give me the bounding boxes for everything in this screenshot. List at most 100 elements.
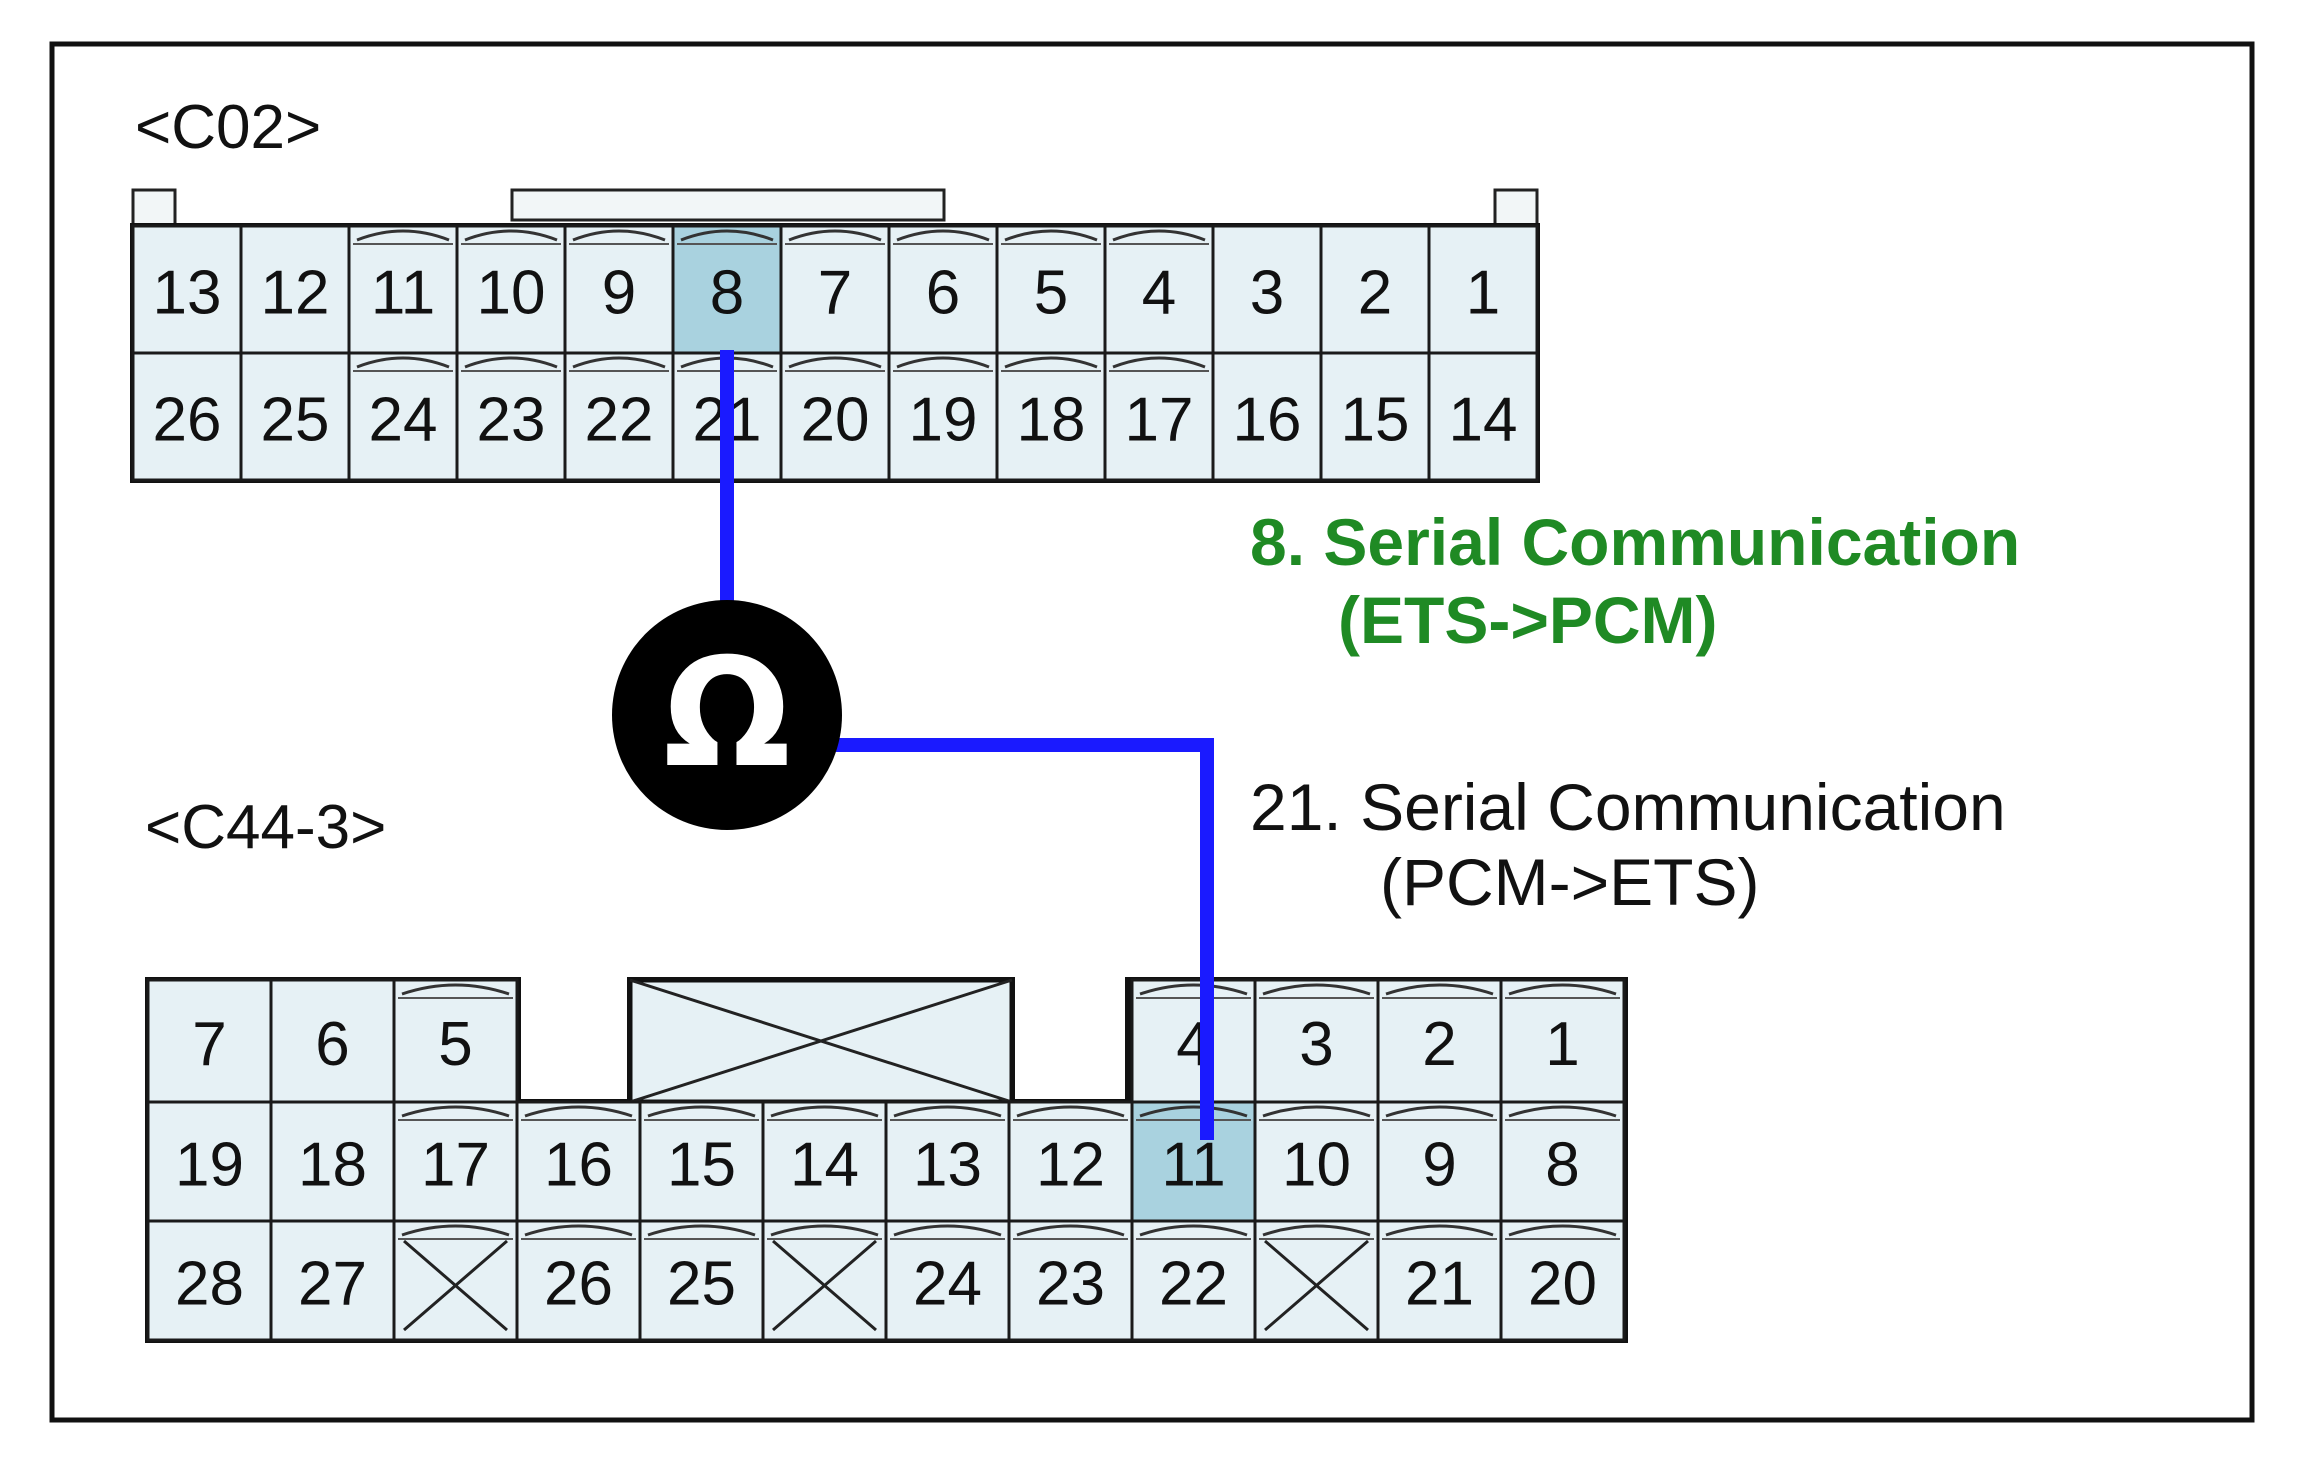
pin-number-6: 6 (315, 1010, 349, 1079)
pin-number-10: 10 (1282, 1131, 1351, 1200)
c02-right-latch (1493, 188, 1539, 230)
pin-number-26: 26 (544, 1250, 613, 1319)
pin-cell: 19 (887, 351, 999, 482)
c02-connector-label: <C02> (135, 93, 321, 162)
pin-cell: 4 (1130, 978, 1257, 1104)
pin-number-20: 20 (1528, 1250, 1597, 1319)
pin-number-20: 20 (801, 386, 870, 455)
note-pin8: 8. Serial Communication (ETS->PCM) (1250, 505, 2020, 657)
pin-cell: 14 (1427, 351, 1539, 482)
pin-cell: 6 (887, 224, 999, 355)
pin-number-13: 13 (153, 259, 222, 328)
note-pin21-line2: (PCM->ETS) (1380, 845, 1760, 919)
note-pin21: 21. Serial Communication (PCM->ETS) (1250, 770, 2006, 919)
pin-number-21: 21 (1405, 1250, 1474, 1319)
pin-cell: 3 (1211, 224, 1323, 355)
pin-cell: 16 (515, 1100, 642, 1223)
c44-blocked-key (627, 977, 1015, 1105)
c02-key-rail (510, 188, 946, 222)
pin-number-24: 24 (913, 1250, 982, 1319)
pin-cell: 10 (455, 224, 567, 355)
pin-cell: 22 (1130, 1219, 1257, 1342)
ohm-symbol: Ω (663, 627, 791, 801)
pin-cell: 21 (1376, 1219, 1503, 1342)
pin-cell: 20 (1499, 1219, 1626, 1342)
pin-number-5: 5 (1034, 259, 1068, 328)
pin-cell: 8 (1499, 1100, 1626, 1223)
pin-cell: 2 (1376, 978, 1503, 1104)
pin-cell: 3 (1253, 978, 1380, 1104)
pin-cell: 7 (146, 978, 273, 1104)
pin-number-19: 19 (909, 386, 978, 455)
pin-cell: 27 (269, 1219, 396, 1342)
pin-number-18: 18 (298, 1131, 367, 1200)
pin-number-17: 17 (421, 1131, 490, 1200)
pin-number-27: 27 (298, 1250, 367, 1319)
pin-number-2: 2 (1422, 1010, 1456, 1079)
blocked-pin-cell (392, 1219, 519, 1342)
pin-cell: 26 (131, 351, 243, 482)
pin-number-15: 15 (1341, 386, 1410, 455)
pin-number-4: 4 (1142, 259, 1176, 328)
pin-number-19: 19 (175, 1131, 244, 1200)
pin-cell: 13 (884, 1100, 1011, 1223)
ohmmeter-icon: Ω (612, 600, 842, 830)
wire-meter-to-c44-pin11 (836, 738, 1214, 1140)
pin-number-12: 12 (261, 259, 330, 328)
pin-cell: 9 (1376, 1100, 1503, 1223)
pin-cell: 10 (1253, 1100, 1380, 1223)
pin-number-8: 8 (1545, 1131, 1579, 1200)
note-pin21-line1: 21. Serial Communication (1250, 770, 2006, 844)
pin-number-24: 24 (369, 386, 438, 455)
pin-number-23: 23 (1036, 1250, 1105, 1319)
pin-cell: 7 (779, 224, 891, 355)
pin-number-14: 14 (1449, 386, 1518, 455)
pin-cell: 12 (1007, 1100, 1134, 1223)
pin-cell: 6 (269, 978, 396, 1104)
pin-cell: 11 (1130, 1100, 1257, 1223)
pin-cell: 13 (131, 224, 243, 355)
pin-number-22: 22 (1159, 1250, 1228, 1319)
pin-cell: 17 (1103, 351, 1215, 482)
pin-number-26: 26 (153, 386, 222, 455)
pin-number-25: 25 (261, 386, 330, 455)
pin-cell: 5 (392, 978, 519, 1104)
pin-cell: 15 (638, 1100, 765, 1223)
pin-number-16: 16 (1233, 386, 1302, 455)
pin-number-9: 9 (1422, 1131, 1456, 1200)
pin-cell: 24 (884, 1219, 1011, 1342)
pin-cell: 2 (1319, 224, 1431, 355)
pin-cell: 28 (146, 1219, 273, 1342)
c44-connector-label: <C44-3> (145, 793, 386, 862)
pin-cell: 25 (638, 1219, 765, 1342)
pin-cell: 1 (1499, 978, 1626, 1104)
pin-cell: 24 (347, 351, 459, 482)
pin-cell: 18 (995, 351, 1107, 482)
pin-cell: 20 (779, 351, 891, 482)
pin-cell: 12 (239, 224, 351, 355)
pin-number-23: 23 (477, 386, 546, 455)
pin-cell: 17 (392, 1100, 519, 1223)
pin-number-6: 6 (926, 259, 960, 328)
pin-number-28: 28 (175, 1250, 244, 1319)
pin-number-15: 15 (667, 1131, 736, 1200)
pin-cell: 25 (239, 351, 351, 482)
pin-cell: 15 (1319, 351, 1431, 482)
pin-cell: 11 (347, 224, 459, 355)
pin-cell: 9 (563, 224, 675, 355)
note-pin8-line1: 8. Serial Communication (1250, 505, 2020, 579)
pin-number-1: 1 (1466, 259, 1500, 328)
pin-number-7: 7 (192, 1010, 226, 1079)
pin-number-12: 12 (1036, 1131, 1105, 1200)
pin-cell: 23 (1007, 1219, 1134, 1342)
pin-number-3: 3 (1250, 259, 1284, 328)
blocked-pin-cell (761, 1219, 888, 1342)
pin-number-11: 11 (1161, 1131, 1225, 1200)
pin-number-1: 1 (1545, 1010, 1579, 1079)
